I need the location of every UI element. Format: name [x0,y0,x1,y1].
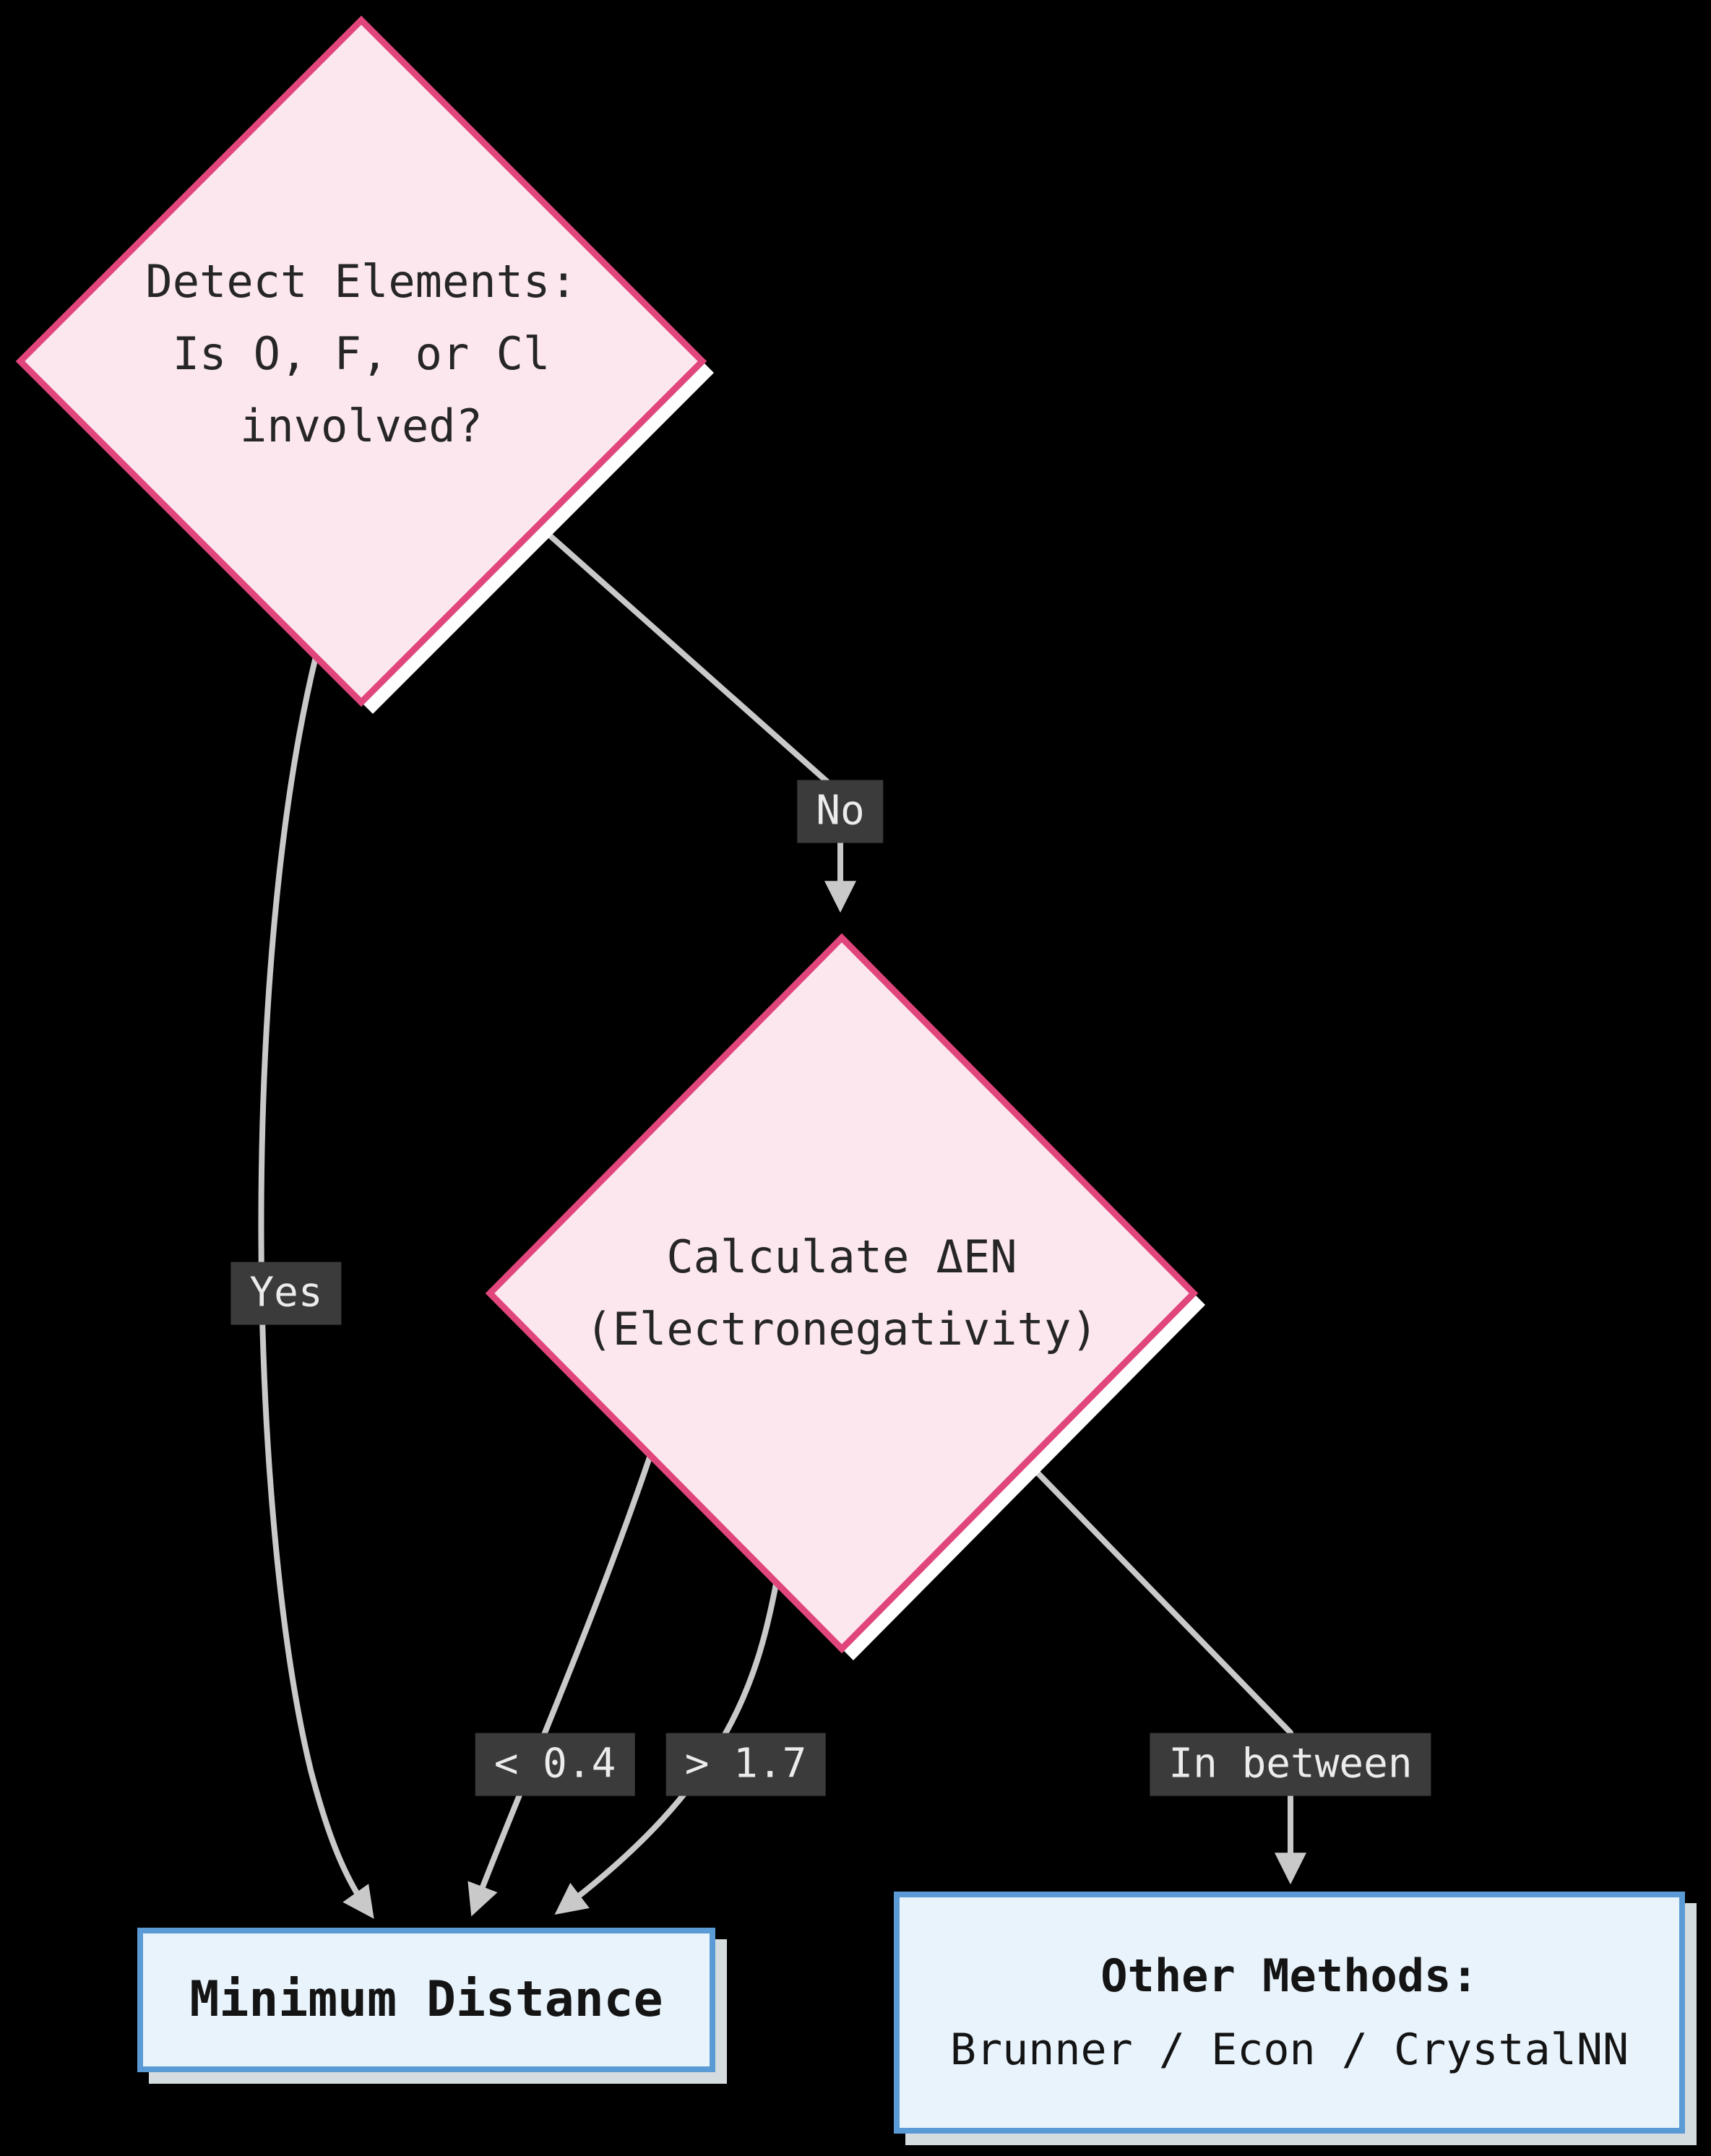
minimum-distance-node: Minimum Distance [137,1928,715,2072]
other-methods-node: Other Methods: Brunner / Econ / CrystalN… [894,1892,1685,2134]
edge-label-in-between: In between [1150,1733,1431,1796]
edge-label-gt-1-7: > 1.7 [665,1733,826,1796]
detect-elements-node-label: Detect Elements: Is O, F, or Cl involved… [108,246,614,462]
edge-label-no: No [797,780,884,843]
calculate-en-line-1: Calculate ΔEN [666,1230,1017,1283]
detect-elements-line-2: Is O, F, or Cl [172,327,551,380]
detect-elements-line-3: involved? [240,400,483,452]
edge-no [536,523,856,913]
detect-elements-line-1: Detect Elements: [145,255,577,308]
edge-label-yes: Yes [230,1262,342,1325]
other-methods-subtitle: Brunner / Econ / CrystalNN [949,2024,1629,2075]
edge-label-lt-0-4: < 0.4 [475,1733,635,1796]
other-methods-title: Other Methods: [1100,1949,1478,2003]
calculate-en-line-2: (Electronegativity) [585,1303,1098,1355]
minimum-distance-label: Minimum Distance [189,1971,663,2029]
detect-elements-diamond [15,15,707,707]
edge-in-between [1024,1459,1306,1885]
calculate-en-diamond [485,933,1199,1654]
edge-yes [258,656,374,1919]
calculate-en-node-label: Calculate ΔEN (Electronegativity) [553,1221,1131,1366]
edge-lt-04 [467,1454,653,1917]
